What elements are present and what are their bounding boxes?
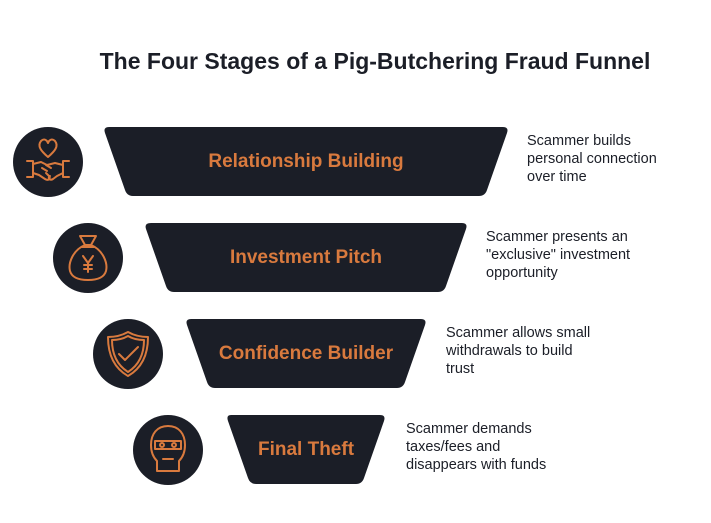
- funnel-stage-4: [227, 415, 385, 484]
- stage-label-final-theft: Final Theft: [257, 439, 355, 460]
- stage-label-confidence-builder: Confidence Builder: [218, 343, 394, 364]
- masked-thief-icon: [133, 415, 203, 485]
- stage-label-relationship-building: Relationship Building: [208, 151, 404, 172]
- stage-description-final-theft: Scammer demands taxes/fees and disappear…: [406, 421, 547, 473]
- stage-description-relationship-building: Scammer builds personal connection over …: [527, 133, 657, 185]
- stage-label-investment-pitch: Investment Pitch: [229, 247, 383, 268]
- diagram-title: The Four Stages of a Pig-Butchering Frau…: [99, 48, 651, 74]
- heart-handshake-icon: [13, 127, 83, 197]
- funnel-stage-2: [145, 223, 467, 292]
- funnel-stage-3: [186, 319, 426, 388]
- stage-description-investment-pitch: Scammer presents an "exclusive" investme…: [486, 229, 631, 281]
- money-bag-icon: [53, 223, 123, 293]
- shield-check-icon: [93, 319, 163, 389]
- stage-description-confidence-builder: Scammer allows small withdrawals to buil…: [446, 325, 591, 377]
- funnel-stage-1: [104, 127, 508, 196]
